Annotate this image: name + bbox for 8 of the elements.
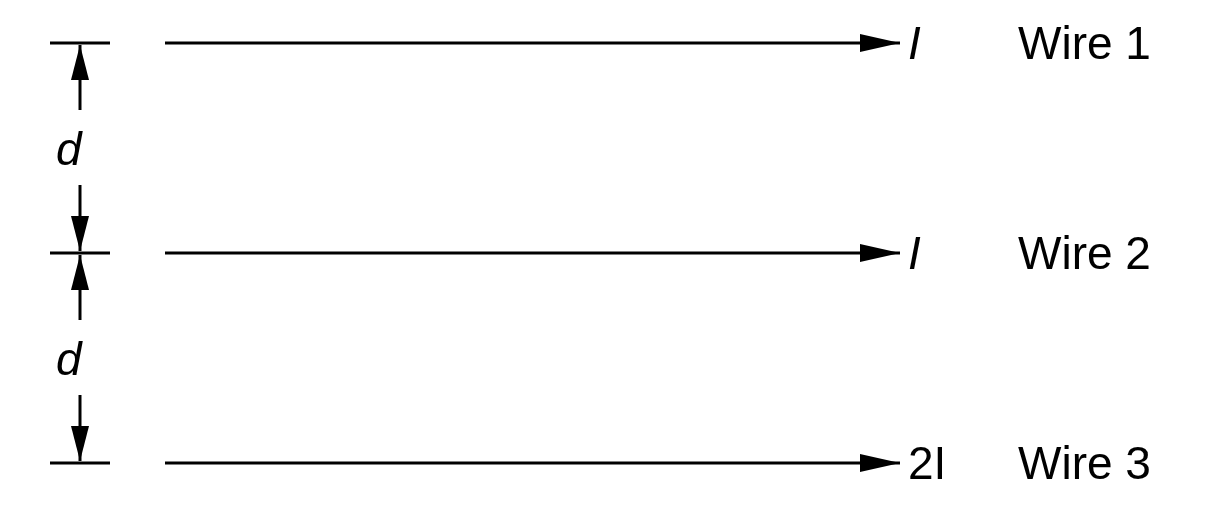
wire-label: Wire 1	[1018, 18, 1151, 68]
distance-label: d	[56, 124, 82, 174]
wire-label: Wire 3	[1018, 438, 1151, 488]
distance-label: d	[56, 334, 82, 384]
current-label: I	[908, 18, 921, 68]
wire-label: Wire 2	[1018, 228, 1151, 278]
current-label: 2I	[908, 438, 947, 488]
current-label: I	[908, 228, 921, 278]
